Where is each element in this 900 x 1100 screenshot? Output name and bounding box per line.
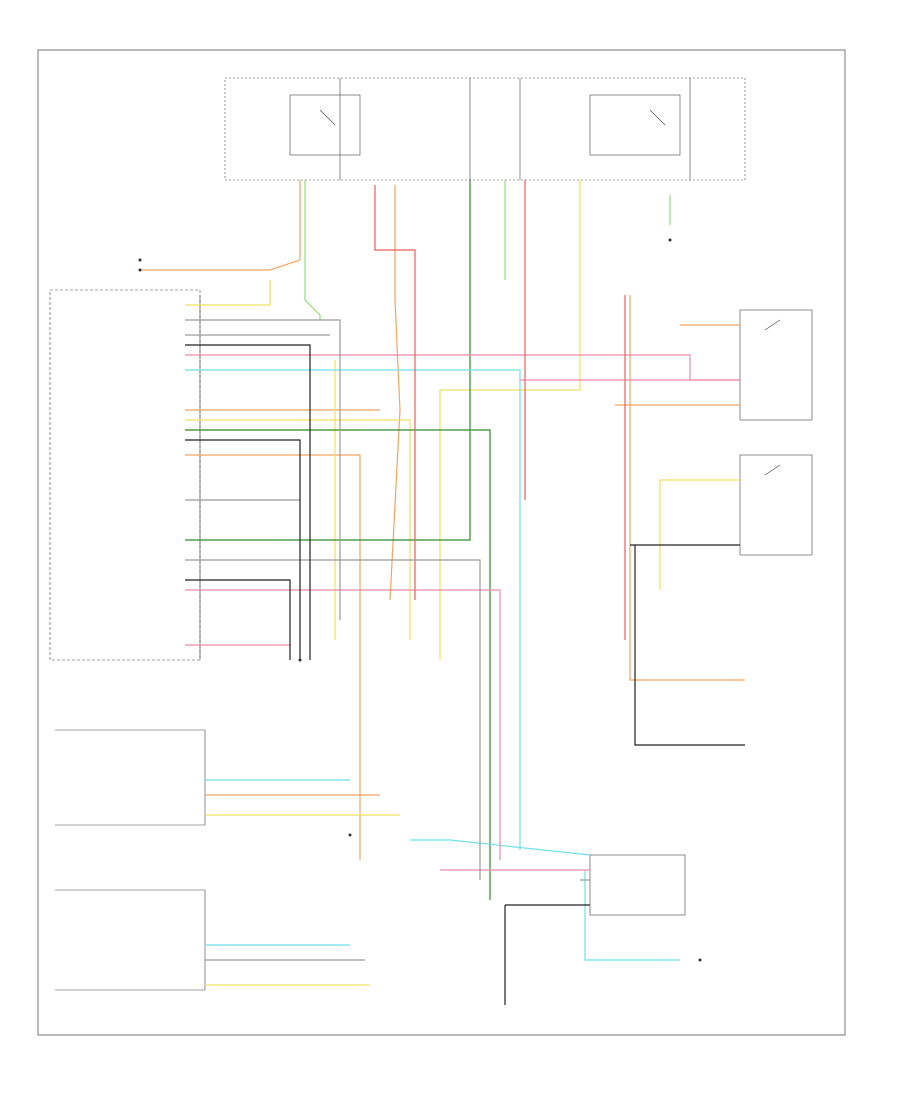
wire-black-5 — [634, 545, 745, 746]
seat-memory-module — [49, 289, 201, 661]
wire-lightgreen-1 — [304, 180, 321, 320]
wire-yellow-6 — [659, 479, 740, 590]
wire-green-1 — [185, 180, 471, 541]
rh-door-connector — [589, 854, 686, 916]
wire-orange-5 — [629, 295, 745, 681]
top-power-box — [224, 77, 746, 181]
wire-yellow-4 — [439, 180, 581, 660]
wire-pink-1 — [185, 354, 740, 381]
wire-cyan-5 — [584, 870, 680, 961]
wire-yellow-2 — [185, 419, 411, 640]
wire-cyan-1 — [185, 369, 521, 850]
diagram-frame — [37, 49, 846, 1036]
wire-black-3 — [185, 579, 291, 660]
wire-yellow-1 — [185, 280, 271, 306]
wire-harness — [140, 180, 745, 1005]
splice-points — [138, 238, 702, 962]
wire-black-1 — [185, 344, 311, 660]
wire-red-1 — [374, 185, 416, 600]
wire-gray-4 — [185, 559, 481, 880]
right-switch-boxes — [739, 309, 813, 556]
wire-green-2 — [185, 429, 491, 900]
wire-orange-4 — [185, 454, 361, 860]
lh-door-module-connector — [55, 729, 206, 991]
wire-orange-1 — [140, 180, 301, 271]
wire-gray-1 — [185, 319, 341, 620]
wire-pink-2 — [185, 589, 501, 860]
wire-cyan-4 — [410, 839, 591, 856]
wire-orange-2 — [389, 185, 401, 601]
wire-black-2 — [185, 439, 301, 660]
